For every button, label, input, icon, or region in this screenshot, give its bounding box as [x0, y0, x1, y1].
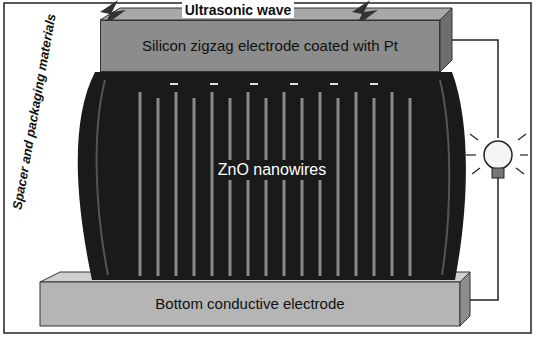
spacer-highlight [440, 80, 449, 275]
spacer-highlight [97, 80, 108, 275]
bottom-slab-side [460, 272, 470, 326]
wire [452, 40, 498, 138]
bottom-slab-front [40, 282, 460, 326]
nanowire-label: ZnO nanowires [215, 160, 330, 179]
top-slab-side [440, 8, 452, 72]
electrode-label: Silicon zigzag electrode coated with Pt [142, 37, 398, 55]
spacer-label: Spacer and packaging materials [9, 10, 60, 214]
charge-marks [170, 83, 378, 85]
electrode-label: Bottom conductive electrode [155, 295, 344, 313]
wire [470, 178, 498, 300]
spacer-body [78, 72, 466, 280]
frame [4, 3, 531, 333]
nanowires [140, 92, 410, 276]
light-bulb [466, 126, 528, 178]
top-electrode: Silicon zigzag electrode coated with Pt [100, 20, 440, 72]
bottom-electrode: Bottom conductive electrode [40, 282, 460, 326]
wave-label: Ultrasonic wave [182, 2, 295, 19]
